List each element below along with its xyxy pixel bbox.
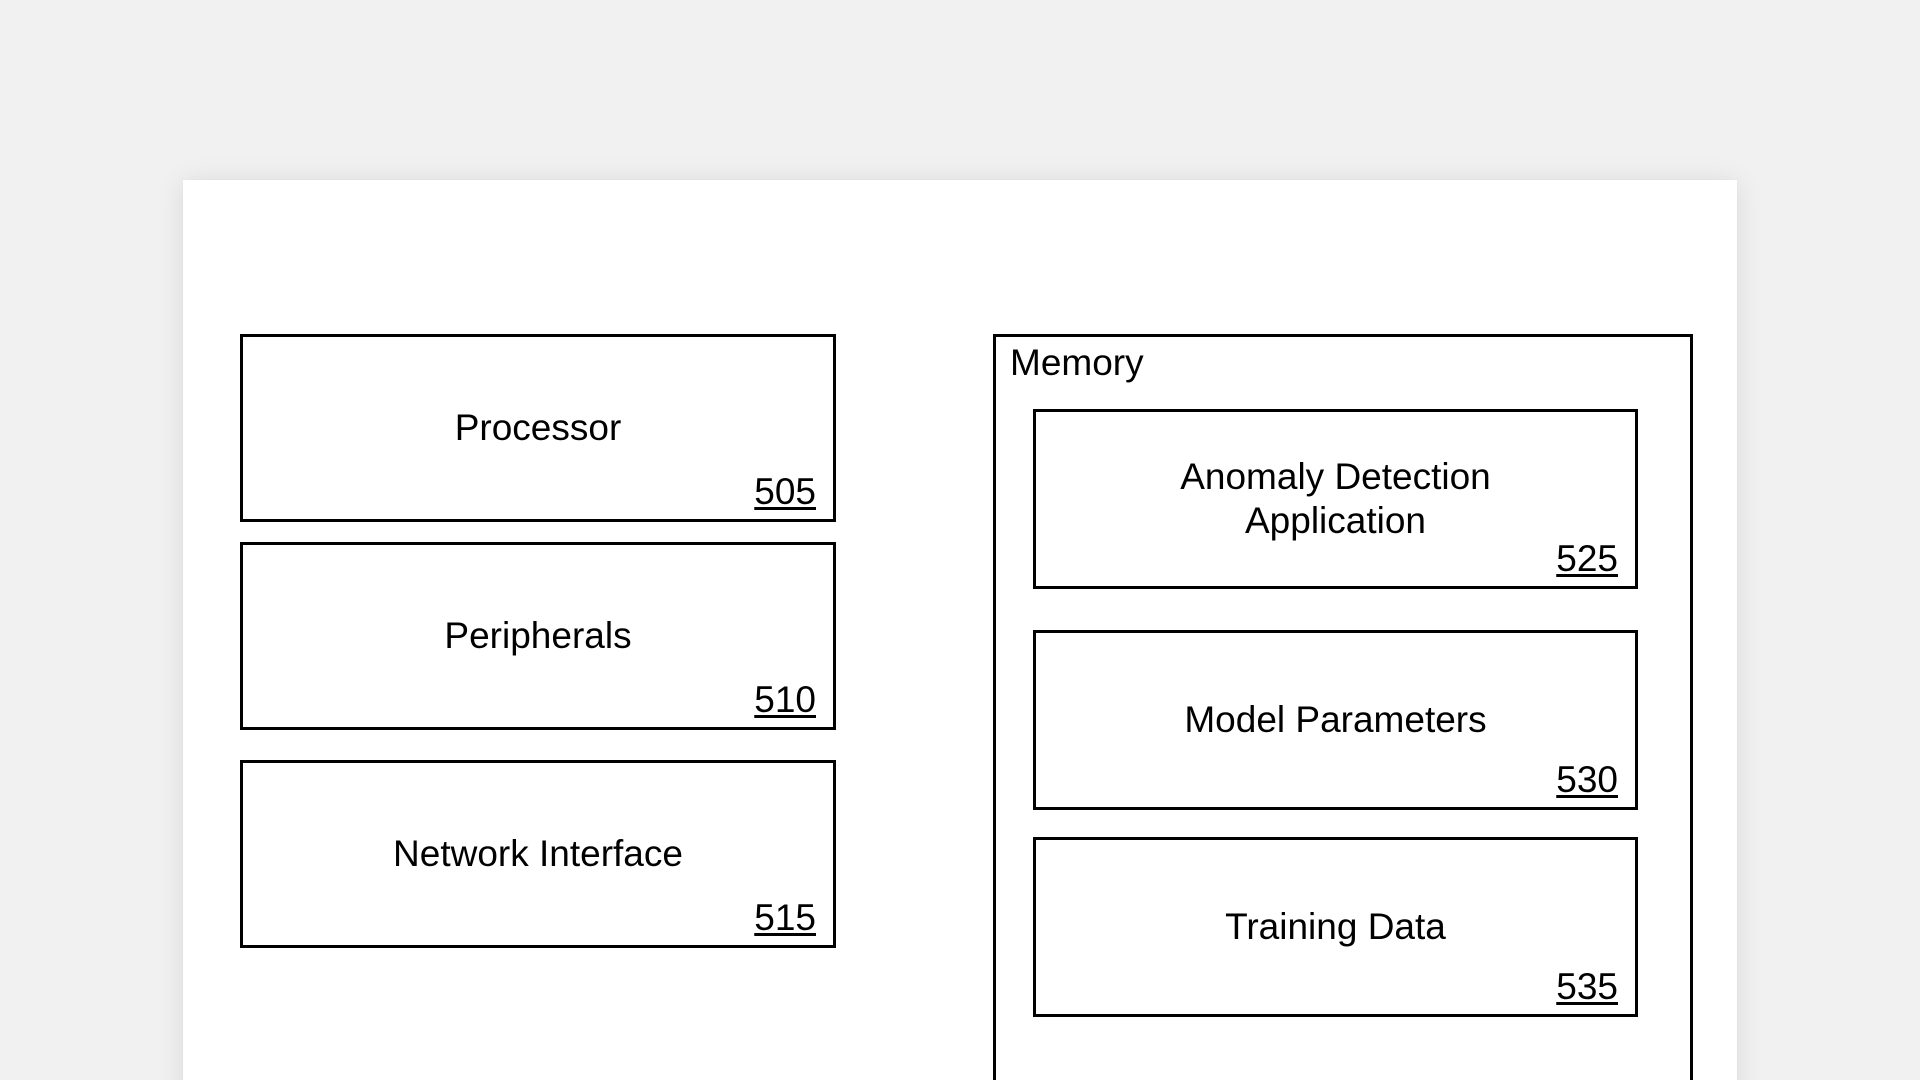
peripherals-reference-numeral: 510: [754, 679, 816, 721]
anomaly-detection-application-box[interactable]: Anomaly Detection Application 525: [1033, 409, 1638, 589]
peripherals-box[interactable]: Peripherals 510: [240, 542, 836, 730]
training-data-label: Training Data: [1225, 906, 1446, 948]
network-interface-reference-numeral: 515: [754, 897, 816, 939]
document-page: Processor 505 Peripherals 510 Network In…: [183, 180, 1737, 1080]
training-data-reference-numeral: 535: [1556, 966, 1618, 1008]
anomaly-detection-application-label-line2: Application: [1244, 500, 1426, 541]
memory-title: Memory: [1010, 342, 1144, 383]
network-interface-box[interactable]: Network Interface 515: [240, 760, 836, 948]
processor-reference-numeral: 505: [754, 471, 816, 513]
processor-box[interactable]: Processor 505: [240, 334, 836, 522]
model-parameters-box[interactable]: Model Parameters 530: [1033, 630, 1638, 810]
anomaly-detection-application-label-line1: Anomaly Detection: [1180, 456, 1491, 498]
processor-label: Processor: [454, 407, 622, 449]
model-parameters-label: Model Parameters: [1184, 699, 1487, 741]
training-data-box[interactable]: Training Data 535: [1033, 837, 1638, 1017]
memory-box[interactable]: Memory Anomaly Detection Application 525…: [993, 334, 1693, 1080]
model-parameters-reference-numeral: 530: [1556, 759, 1618, 801]
peripherals-label: Peripherals: [444, 615, 632, 657]
anomaly-detection-application-reference-numeral: 525: [1556, 538, 1618, 580]
network-interface-label: Network Interface: [393, 833, 683, 875]
